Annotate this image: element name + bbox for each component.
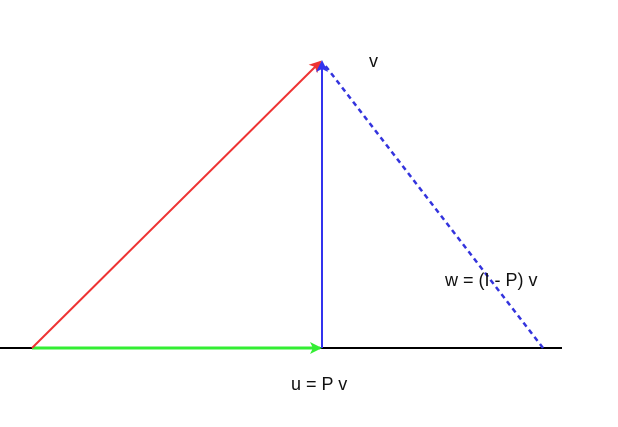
vector-v-arrow [31, 60, 322, 349]
label-v: v [369, 51, 378, 71]
label-w: w = (I - P) v [444, 270, 538, 290]
label-u: u = P v [291, 374, 347, 394]
vector-w-dashed [323, 63, 544, 349]
